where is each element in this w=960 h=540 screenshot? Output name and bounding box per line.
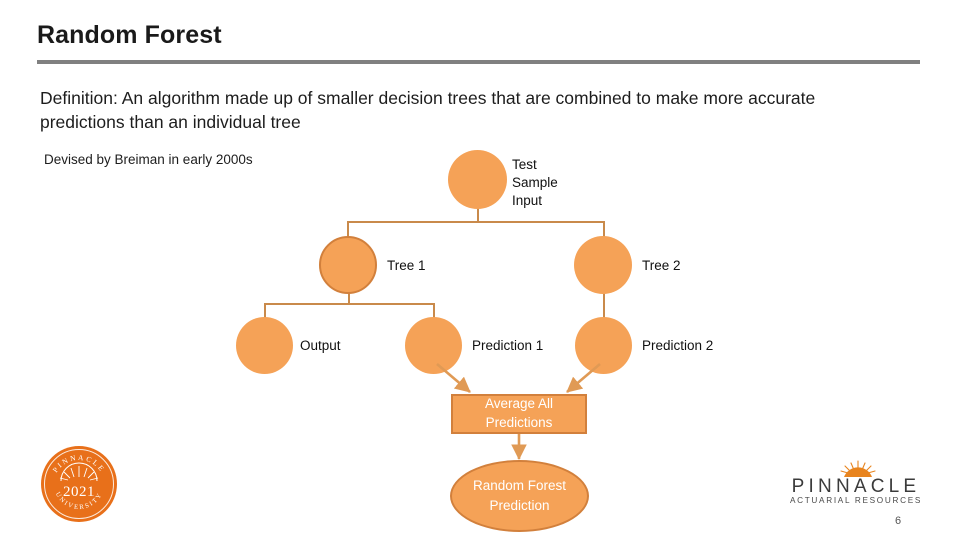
label-test-sample-input: Test Sample Input	[512, 157, 558, 208]
connector-level1-left-drop	[347, 221, 349, 238]
label-tree-1: Tree 1	[387, 258, 426, 273]
connector-level2-left-drop	[264, 303, 266, 318]
node-average-all-predictions[interactable]: Average All Predictions	[451, 394, 587, 434]
definition-text: Definition: An algorithm made up of smal…	[40, 88, 816, 133]
node-tree-2[interactable]	[574, 236, 632, 294]
node-tree-1[interactable]	[319, 236, 377, 294]
pinnacle-university-seal-logo: PINNACLE UNIVERSITY 2021	[41, 446, 117, 522]
connector-level2-bar	[264, 303, 435, 305]
label-prediction-2: Prediction 2	[642, 338, 714, 353]
page-number: 6	[895, 515, 902, 527]
connector-level1-bar	[347, 221, 605, 223]
label-output: Output	[300, 338, 341, 353]
wordmark-tagline: ACTUARIAL RESOURCES	[789, 496, 923, 505]
seal-ring	[44, 449, 114, 519]
sunburst-icon	[840, 460, 876, 477]
node-prediction-2[interactable]	[575, 317, 632, 374]
connector-root-stem	[477, 208, 479, 222]
node-test-sample-input[interactable]	[448, 150, 507, 209]
label-tree-2: Tree 2	[642, 258, 681, 273]
label-prediction-1: Prediction 1	[472, 338, 544, 353]
seal-arc-text: PINNACLE UNIVERSITY	[51, 453, 105, 511]
pinnacle-actuarial-resources-logo: PINNACLE ACTUARIAL RESOURCES	[782, 460, 930, 508]
connector-level1-right-drop	[603, 221, 605, 238]
connector-level2-right-drop	[433, 303, 435, 318]
seal-year: 2021	[63, 484, 95, 500]
node-random-forest-prediction[interactable]: Random Forest Prediction	[450, 460, 589, 532]
page-title: Random Forest	[37, 21, 222, 49]
node-prediction-1[interactable]	[405, 317, 462, 374]
wordmark-name: PINNACLE	[791, 476, 921, 497]
attribution-note: Devised by Breiman in early 2000s	[44, 152, 253, 167]
title-divider	[37, 60, 920, 64]
node-output[interactable]	[236, 317, 293, 374]
connector-tree1-stem	[348, 293, 350, 304]
connector-tree2-stem	[603, 293, 605, 318]
seal-sunburst-icon	[59, 462, 99, 482]
